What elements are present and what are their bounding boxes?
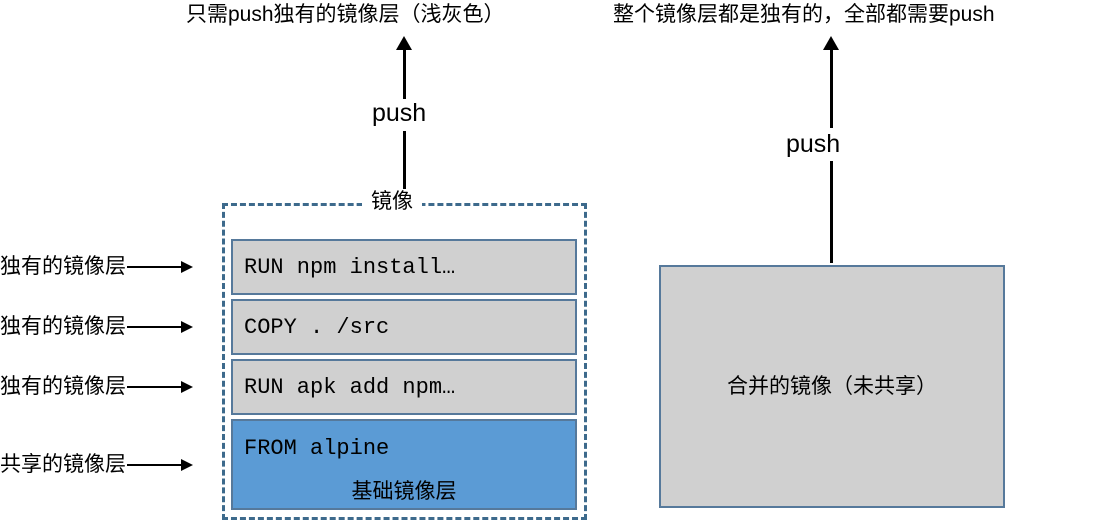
annotation-label: 独有的镜像层 — [0, 315, 126, 338]
annotation-row-unique-layer-2: 独有的镜像层 — [0, 314, 193, 340]
annotation-row-unique-layer-3: 独有的镜像层 — [0, 374, 193, 400]
annotation-row-unique-layer-1: 独有的镜像层 — [0, 254, 193, 280]
push-label-right: push — [786, 130, 841, 158]
layer-command-text: RUN apk add npm… — [244, 375, 456, 400]
layer-command-text: FROM alpine — [244, 436, 390, 461]
annotation-arrow-icon — [127, 381, 193, 393]
push-arrow-right-head — [823, 36, 839, 50]
layer-box-run-apk-add-npm: RUN apk add npm… — [231, 359, 577, 415]
push-arrow-left-upper-stem — [403, 50, 406, 99]
layer-sub-label: 基础镜像层 — [351, 480, 457, 503]
annotation-label: 独有的镜像层 — [0, 375, 126, 398]
layer-box-run-npm-install: RUN npm install… — [231, 239, 577, 295]
push-arrow-right-lower-stem — [830, 161, 833, 263]
layer-command-text: RUN npm install… — [244, 255, 456, 280]
caption-right: 整个镜像层都是独有的，全部都需要push — [613, 3, 995, 26]
push-arrow-left-lower-stem — [403, 131, 406, 189]
push-arrow-left-head — [396, 36, 412, 50]
merged-image-label: 合并的镜像（未共享） — [727, 375, 937, 398]
layer-box-from-alpine: FROM alpine 基础镜像层 — [231, 419, 577, 510]
push-label-left: push — [372, 99, 427, 127]
layer-box-copy-src: COPY . /src — [231, 299, 577, 355]
image-group-title: 镜像 — [362, 189, 422, 215]
annotation-row-shared-layer: 共享的镜像层 — [0, 452, 193, 478]
push-arrow-right-upper-stem — [830, 50, 833, 128]
caption-left: 只需push独有的镜像层（浅灰色） — [186, 3, 505, 26]
annotation-arrow-icon — [127, 261, 193, 273]
annotation-arrow-icon — [127, 459, 193, 471]
annotation-label: 共享的镜像层 — [0, 453, 126, 476]
merged-image-box: 合并的镜像（未共享） — [659, 265, 1005, 508]
annotation-label: 独有的镜像层 — [0, 255, 126, 278]
layer-command-text: COPY . /src — [244, 315, 390, 340]
annotation-arrow-icon — [127, 321, 193, 333]
